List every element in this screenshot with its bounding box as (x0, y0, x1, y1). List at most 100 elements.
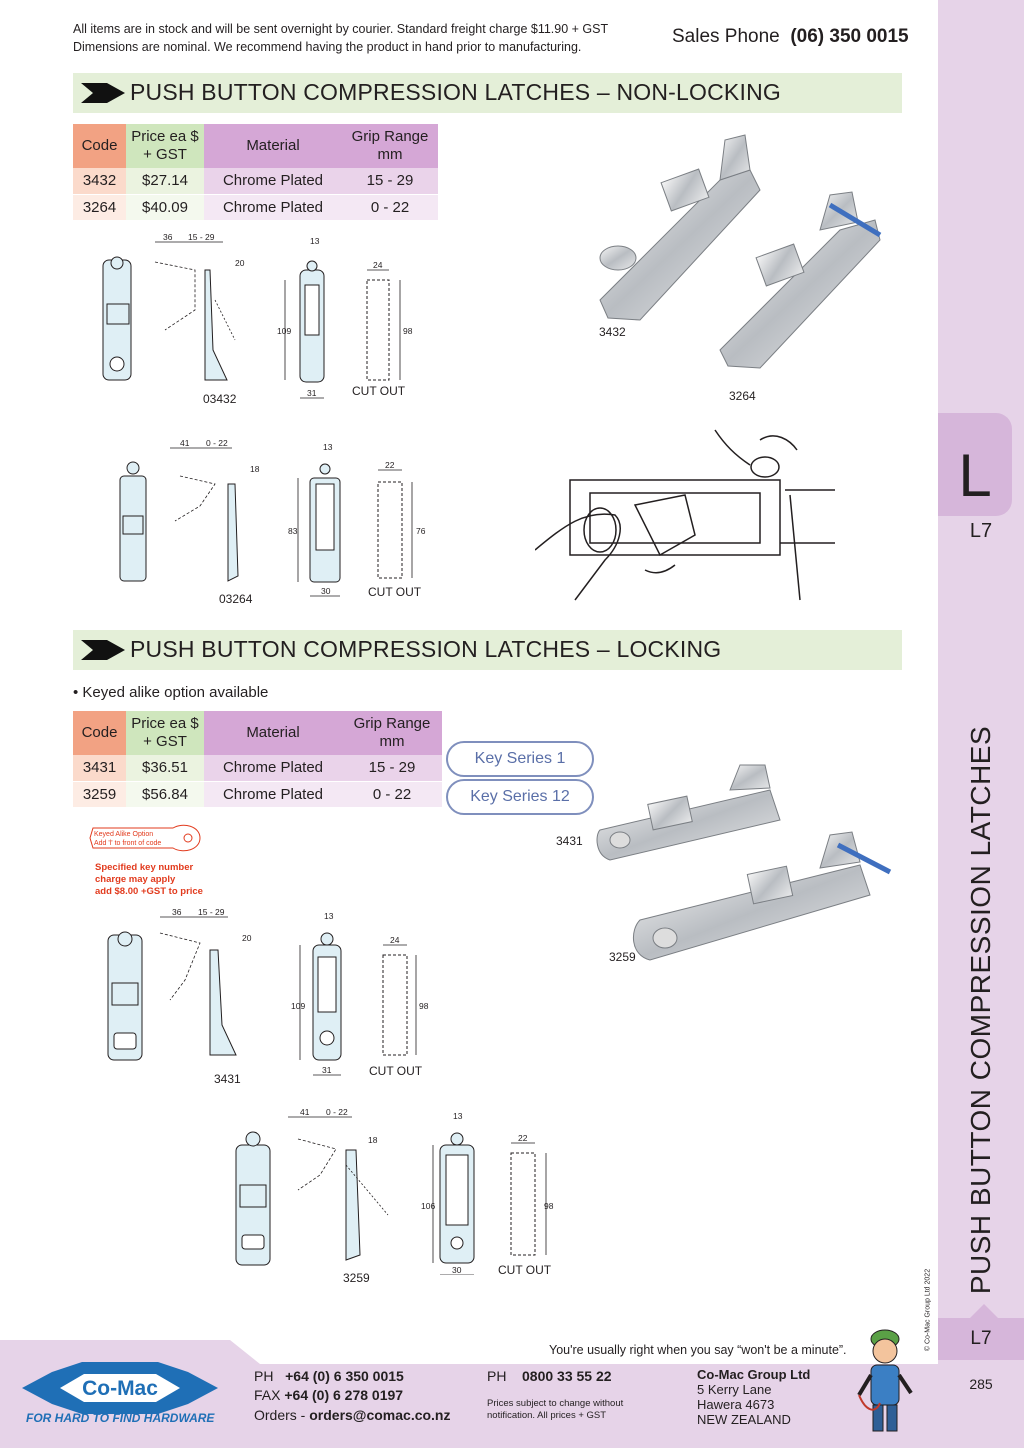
photo-label: 3431 (556, 834, 583, 848)
orders-label: Orders - (254, 1407, 306, 1423)
cell-code: 3264 (73, 194, 126, 221)
sidebar-band (938, 0, 1024, 1448)
dim-f: 30 (321, 586, 331, 596)
section-letter: L (958, 442, 992, 509)
address-line3: NEW ZEALAND (697, 1412, 791, 1427)
dim-g: 22 (518, 1133, 528, 1143)
cell-code: 3431 (73, 755, 126, 782)
technical-drawing-3259: 41 0 - 22 18 13 106 30 22 98 (235, 1107, 554, 1275)
dim-b: 15 - 29 (188, 232, 215, 242)
key-series-1-button[interactable]: Key Series 1 (446, 741, 594, 777)
fax-number: +64 (0) 6 278 0197 (284, 1387, 404, 1403)
dim-c: 18 (368, 1135, 378, 1145)
cell-material: Chrome Plated (204, 194, 342, 221)
dim-g: 24 (373, 260, 383, 270)
table-row: 3431 $36.51 Chrome Plated 15 - 29 (73, 755, 442, 782)
footer-freephone: PH 0800 33 55 22 (487, 1368, 612, 1384)
bullet-keyed-alike: • Keyed alike option available (73, 684, 269, 701)
ph-label: PH (254, 1368, 274, 1384)
key-number-note: Specified key number charge may apply ad… (95, 862, 203, 898)
cell-price: $56.84 (126, 781, 204, 808)
cutout-label: CUT OUT (369, 1064, 423, 1078)
dim-d: 13 (453, 1111, 463, 1121)
col-grip: Grip Range mm (342, 711, 442, 755)
bottom-section-tab: L7 (938, 1318, 1024, 1360)
comac-logo[interactable]: Co-Mac (22, 1362, 218, 1414)
dim-e: 83 (288, 526, 298, 536)
sidebar-title: PUSH BUTTON COMPRESSION LATCHES (965, 725, 996, 1295)
dim-d: 13 (323, 442, 333, 452)
photo-label: 3432 (599, 325, 626, 339)
product-table-non-locking: Code Price ea $ + GST Material Grip Rang… (73, 124, 438, 221)
cutout-label: CUT OUT (368, 585, 422, 599)
dim-h: 98 (403, 326, 413, 336)
technical-drawing-03264: 41 0 - 22 18 13 83 30 22 76 (119, 438, 426, 597)
section-arrow-icon (81, 83, 125, 103)
ph-number: +64 (0) 6 350 0015 (285, 1368, 404, 1384)
product-table-locking: Code Price ea $ + GST Material Grip Rang… (73, 711, 442, 808)
drawing-label: 3259 (343, 1271, 370, 1285)
dim-g: 22 (385, 460, 395, 470)
dim-b: 0 - 22 (206, 438, 228, 448)
logo-text: Co-Mac (82, 1377, 158, 1400)
cell-grip: 15 - 29 (342, 755, 442, 782)
drawing-label: 3431 (214, 1072, 241, 1086)
section-bar-locking: PUSH BUTTON COMPRESSION LATCHES – LOCKIN… (73, 630, 902, 670)
col-code: Code (73, 124, 126, 168)
company-name: Co-Mac Group Ltd (697, 1367, 811, 1382)
dim-d: 13 (324, 911, 334, 921)
section-letter-tab[interactable]: L (938, 413, 1012, 516)
footer-background (0, 1340, 938, 1448)
key-series-12-button[interactable]: Key Series 12 (446, 779, 594, 815)
footer-disclaimer: Prices subject to change without notific… (487, 1398, 623, 1422)
cell-material: Chrome Plated (204, 168, 342, 195)
dim-d: 13 (310, 236, 320, 246)
dim-c: 20 (242, 933, 252, 943)
footer-tagline: You're usually right when you say “won't… (549, 1343, 847, 1357)
sales-phone: Sales Phone (06) 350 0015 (672, 26, 909, 48)
header-note-line1: All items are in stock and will be sent … (73, 22, 609, 36)
cell-material: Chrome Plated (204, 781, 342, 808)
cell-price: $40.09 (126, 194, 204, 221)
footer-orders: Orders - orders@comac.co.nz (254, 1407, 451, 1423)
section-title: PUSH BUTTON COMPRESSION LATCHES – LOCKIN… (130, 636, 722, 662)
dim-b: 15 - 29 (198, 907, 225, 917)
orders-email[interactable]: orders@comac.co.nz (309, 1407, 451, 1423)
photo-label: 3264 (729, 389, 756, 403)
table-row: 3259 $56.84 Chrome Plated 0 - 22 (73, 781, 442, 808)
cell-grip: 15 - 29 (342, 168, 438, 195)
header-note-line2: Dimensions are nominal. We recommend hav… (73, 40, 582, 54)
cell-grip: 0 - 22 (342, 194, 438, 221)
dim-h: 76 (416, 526, 426, 536)
dim-c: 20 (235, 258, 245, 268)
cell-code: 3259 (73, 781, 126, 808)
footer-slogan: FOR HARD TO FIND HARDWARE (26, 1411, 215, 1425)
dim-f: 31 (322, 1065, 332, 1075)
cutout-label: CUT OUT (498, 1263, 552, 1277)
dim-a: 41 (300, 1107, 310, 1117)
address-line2: Hawera 4673 (697, 1397, 775, 1412)
dim-h: 98 (544, 1201, 554, 1211)
col-material: Material (204, 711, 342, 755)
page-number: 285 (969, 1376, 993, 1392)
disclaimer-line2: notification. All prices + GST (487, 1410, 607, 1421)
col-grip: Grip Range mm (342, 124, 438, 168)
header-note: All items are in stock and will be sent … (73, 20, 608, 56)
dim-f: 30 (452, 1265, 462, 1275)
section-bar-non-locking: PUSH BUTTON COMPRESSION LATCHES – NON-LO… (73, 73, 902, 113)
dim-a: 36 (172, 907, 182, 917)
cell-price: $36.51 (126, 755, 204, 782)
cell-price: $27.14 (126, 168, 204, 195)
section-code: L7 (969, 520, 993, 542)
technical-drawing-03432: 36 15 - 29 20 13 109 31 24 98 (102, 232, 413, 399)
cell-grip: 0 - 22 (342, 781, 442, 808)
photo-label: 3259 (609, 950, 636, 964)
col-material: Material (204, 124, 342, 168)
key-note-line1: Specified key number (95, 862, 194, 873)
ph2-label: PH (487, 1368, 507, 1384)
col-price: Price ea $ + GST (126, 711, 204, 755)
dim-e: 109 (291, 1001, 305, 1011)
product-photo-locking (596, 764, 892, 961)
section-title: PUSH BUTTON COMPRESSION LATCHES – NON-LO… (130, 79, 781, 105)
dim-g: 24 (390, 935, 400, 945)
